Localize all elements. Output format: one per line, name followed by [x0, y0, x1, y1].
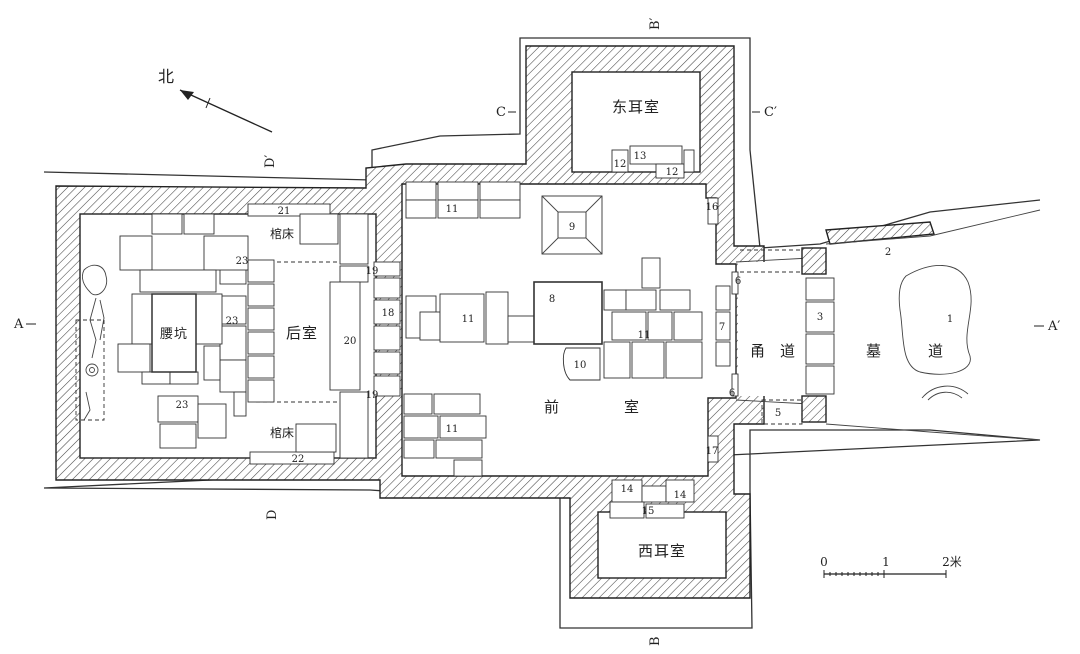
number-label: 20	[344, 336, 357, 347]
corridor-edge-bottom	[735, 399, 811, 405]
number-label: 14	[674, 490, 687, 501]
number-label: 11	[462, 314, 475, 325]
section-mark-a-prime: A′	[1047, 319, 1060, 334]
corridor-floor	[738, 262, 808, 396]
number-label: 23	[236, 256, 249, 267]
number-label: 6	[729, 388, 735, 399]
rear-doorway-bricks	[373, 261, 401, 397]
label-corridor-1: 甬	[750, 342, 766, 360]
number-label: 9	[569, 222, 575, 233]
number-label: 12	[614, 159, 627, 170]
number-label: 11	[446, 204, 459, 215]
east-threshold-bricks	[611, 145, 695, 179]
section-mark-d-prime: D′	[263, 155, 278, 168]
brick-group-11-bottom	[403, 393, 487, 477]
west-threshold-bricks	[609, 479, 695, 519]
passage-outline	[825, 209, 1041, 245]
object-10-outline	[562, 347, 601, 381]
brick-group-11-top	[405, 181, 521, 219]
number-label: 15	[642, 506, 655, 517]
skeleton-sketch	[75, 264, 108, 421]
label-front-chamber-1: 前	[544, 398, 560, 416]
number-label: 11	[638, 330, 651, 341]
corridor-edge-top	[735, 257, 811, 263]
label-west-side-chamber: 西耳室	[638, 542, 686, 560]
section-mark-c-prime: C′	[764, 105, 777, 120]
waist-pit	[151, 293, 197, 373]
number-label: 13	[634, 151, 647, 162]
corridor-bricks	[715, 271, 835, 397]
scale-tick-1: 1	[882, 555, 890, 569]
number-label: 22	[292, 454, 305, 465]
brick-17	[707, 435, 719, 463]
passage-outline	[825, 423, 1041, 441]
label-passage-1: 墓	[866, 342, 882, 360]
section-mark-b-prime: B′	[648, 17, 663, 30]
number-label: 7	[719, 322, 725, 333]
section-mark-a: A	[13, 317, 24, 332]
number-label: 3	[817, 312, 823, 323]
label-coffin-bed-bottom: 棺床	[270, 425, 294, 440]
number-label: 11	[446, 424, 459, 435]
number-label: 14	[621, 484, 634, 495]
section-mark-b: B	[648, 636, 663, 646]
number-label: 21	[278, 206, 291, 217]
passage-pit-outline	[898, 265, 972, 375]
north-label: 北	[158, 67, 174, 86]
west-side-chamber-floor	[597, 511, 727, 579]
scale-tick-0: 0	[820, 555, 828, 569]
section-mark-d: D	[265, 510, 280, 520]
number-label: 2	[885, 247, 891, 258]
number-label: 6	[735, 276, 741, 287]
number-label: 12	[666, 167, 679, 178]
number-label: 19	[366, 390, 379, 401]
north-arrow	[179, 89, 273, 133]
label-east-side-chamber: 东耳室	[612, 98, 660, 116]
object-9-pyramid	[541, 195, 603, 255]
dashed-brick-outline	[761, 399, 803, 425]
number-label: 17	[706, 446, 719, 457]
brick-group-11-center	[603, 257, 703, 379]
corridor-wall-block	[801, 247, 827, 275]
passage-wall-strip	[825, 221, 935, 245]
corridor-wall-block	[801, 395, 827, 423]
number-label: 23	[176, 400, 189, 411]
passage-arc	[927, 391, 963, 401]
number-label: 10	[574, 360, 587, 371]
label-waist-pit: 腰坑	[160, 327, 188, 342]
scale-tick-2: 2米	[942, 555, 962, 569]
number-label: 18	[382, 308, 395, 319]
label-rear-chamber: 后室	[286, 324, 318, 342]
object-8-block	[533, 281, 603, 345]
section-mark-c: C	[496, 105, 506, 120]
brick-group-11-middle	[405, 291, 535, 345]
number-label: 1	[947, 314, 953, 325]
number-label: 23	[226, 316, 239, 327]
number-label: 16	[706, 202, 719, 213]
number-label: 19	[366, 266, 379, 277]
number-label: 5	[775, 408, 781, 419]
number-label: 8	[549, 294, 555, 305]
passage-arc	[921, 385, 969, 399]
label-passage-2: 道	[928, 342, 944, 360]
scale-bar	[823, 570, 947, 578]
label-corridor-2: 道	[780, 342, 796, 360]
label-front-chamber-2: 室	[624, 398, 640, 416]
brick-16	[707, 197, 719, 225]
waist-pit-bricks	[117, 213, 249, 449]
label-coffin-bed-top: 棺床	[270, 226, 294, 241]
